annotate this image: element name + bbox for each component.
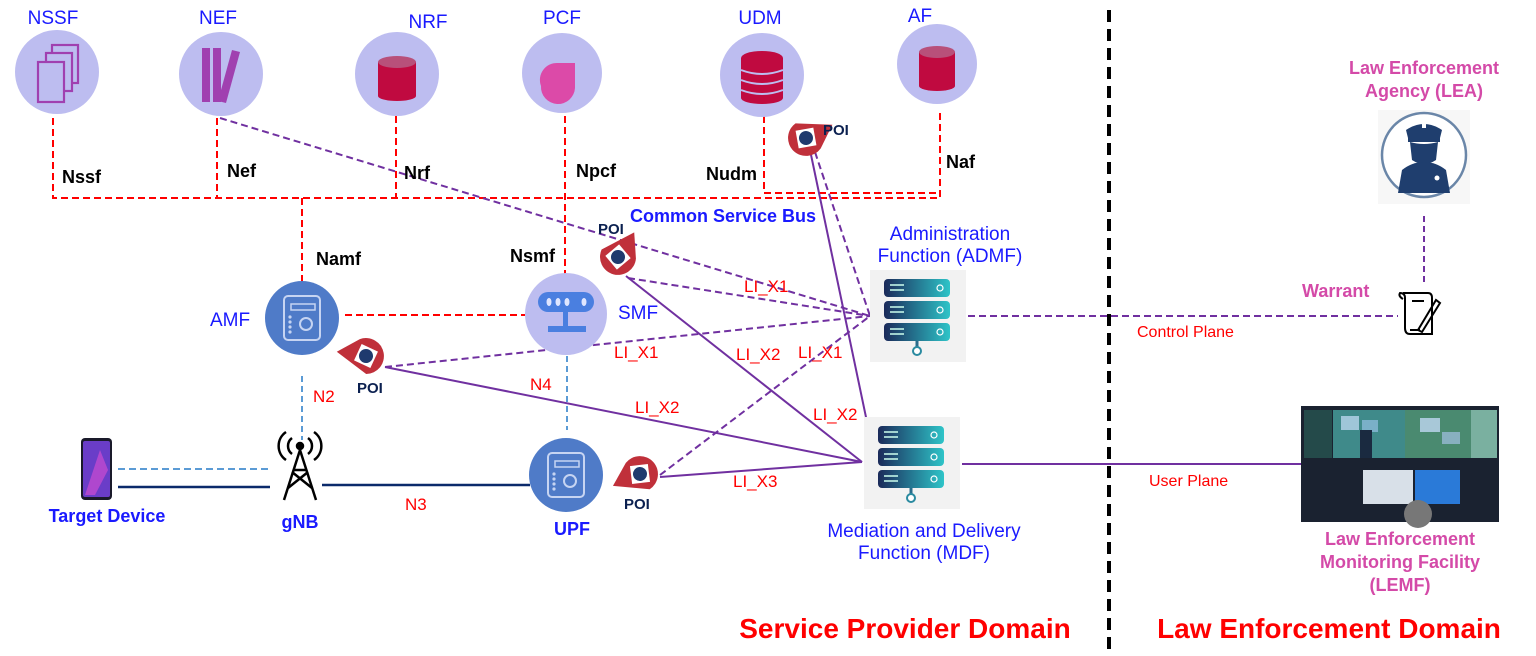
poi-udm-label: POI <box>823 122 849 139</box>
nf-pcf[interactable]: PCF Npcf <box>522 8 617 181</box>
n2-label: N2 <box>313 387 335 406</box>
nf-af[interactable]: AF Naf <box>897 6 977 172</box>
nf-nrf[interactable]: NRF Nrf <box>355 12 448 183</box>
mdf[interactable]: Mediation and Delivery Function (MDF) <box>827 415 1021 564</box>
documents-icon <box>36 43 80 104</box>
n4-label: N4 <box>530 375 552 394</box>
li-x1-label: LI_X1 <box>614 343 658 362</box>
nf-upf[interactable]: UPF <box>529 438 603 539</box>
nf-udm[interactable]: UDM Nudm <box>706 8 804 184</box>
scroll-pen-icon <box>1398 291 1442 335</box>
af-interface-label: Naf <box>946 152 976 172</box>
police-officer-icon <box>1398 123 1450 193</box>
control-plane-label: Control Plane <box>1137 324 1234 341</box>
lemf-label-line1: Law Enforcement <box>1325 529 1475 549</box>
database-icon <box>740 51 784 104</box>
mdf-label-line1: Mediation and Delivery <box>827 521 1021 542</box>
nf-pcf-label: PCF <box>543 8 581 29</box>
lemf-label-line3: (LEMF) <box>1370 575 1431 595</box>
poi-amf-label: POI <box>357 380 383 397</box>
warrant[interactable]: Warrant <box>1302 281 1442 335</box>
mdf-label-line2: Function (MDF) <box>858 543 990 564</box>
poi-smf[interactable]: POI <box>598 221 639 277</box>
nf-af-label: AF <box>908 6 932 27</box>
admf-label-line2: Function (ADMF) <box>878 246 1023 267</box>
nf-nssf[interactable]: NSSF Nssf <box>15 8 102 187</box>
nf-smf-label: SMF <box>618 303 658 324</box>
udm-interface-label: Nudm <box>706 164 757 184</box>
lemf[interactable]: Law Enforcement Monitoring Facility (LEM… <box>1301 406 1499 595</box>
nf-nef-label: NEF <box>199 8 237 29</box>
router-icon <box>538 292 594 332</box>
common-service-bus-label: Common Service Bus <box>630 206 816 226</box>
gnb[interactable]: gNB <box>277 430 323 532</box>
lea-label-line2: Agency (LEA) <box>1365 81 1483 101</box>
li-x3-label: LI_X3 <box>733 472 777 491</box>
li-x2-label: LI_X2 <box>813 405 857 424</box>
warrant-label: Warrant <box>1302 281 1369 301</box>
nf-upf-label: UPF <box>554 519 590 539</box>
nf-smf[interactable]: SMF Nsmf <box>510 246 658 355</box>
poi-udm[interactable]: POI <box>780 106 849 163</box>
lea[interactable]: Law Enforcement Agency (LEA) <box>1349 58 1499 204</box>
service-provider-domain-label: Service Provider Domain <box>739 613 1070 644</box>
law-enforcement-domain-label: Law Enforcement Domain <box>1157 613 1501 644</box>
gnb-label: gNB <box>282 512 319 532</box>
li-x2-label: LI_X2 <box>635 398 679 417</box>
li-x1-label: LI_X1 <box>798 343 842 362</box>
cell-tower-icon <box>277 430 323 501</box>
smf-interface-label: Nsmf <box>510 246 556 266</box>
nf-nef[interactable]: NEF Nef <box>179 8 263 181</box>
phone-icon <box>85 450 108 495</box>
poi-amf[interactable]: POI <box>335 332 389 397</box>
lea-label-line1: Law Enforcement <box>1349 58 1499 78</box>
server-icon <box>868 268 968 364</box>
nf-nrf-label: NRF <box>408 12 447 33</box>
nf-nssf-label: NSSF <box>28 8 79 29</box>
nef-interface-label: Nef <box>227 161 257 181</box>
poi-smf-label: POI <box>598 221 624 238</box>
service-bus-lines <box>52 110 941 316</box>
nf-amf-label: AMF <box>210 310 250 331</box>
ran-lines <box>118 356 568 489</box>
poi-upf[interactable]: POI <box>609 448 666 513</box>
amf-interface-label: Namf <box>316 249 362 269</box>
poi-upf-label: POI <box>624 496 650 513</box>
li-x1-label: LI_X1 <box>744 277 788 296</box>
lemf-label-line2: Monitoring Facility <box>1320 552 1480 572</box>
nf-udm-label: UDM <box>738 8 781 29</box>
user-plane-label: User Plane <box>1149 473 1228 490</box>
admf[interactable]: Administration Function (ADMF) <box>868 224 1023 364</box>
nssf-interface-label: Nssf <box>62 167 102 187</box>
server-icon <box>862 415 962 511</box>
books-icon <box>202 48 240 103</box>
nf-amf[interactable]: AMF Namf <box>210 249 362 355</box>
li-x2-label: LI_X2 <box>736 345 780 364</box>
target-device[interactable]: Target Device <box>49 438 166 526</box>
nrf-interface-label: Nrf <box>404 163 431 183</box>
cylinder-icon <box>378 56 416 101</box>
cylinder-icon <box>919 46 955 91</box>
li-lines <box>219 117 1425 485</box>
admf-label-line1: Administration <box>890 224 1010 245</box>
poi-marker-icon <box>335 332 389 382</box>
target-device-label: Target Device <box>49 506 166 526</box>
n3-label: N3 <box>405 495 427 514</box>
monitoring-room-image <box>1301 406 1499 528</box>
drop-icon <box>539 62 575 105</box>
pcf-interface-label: Npcf <box>576 161 617 181</box>
